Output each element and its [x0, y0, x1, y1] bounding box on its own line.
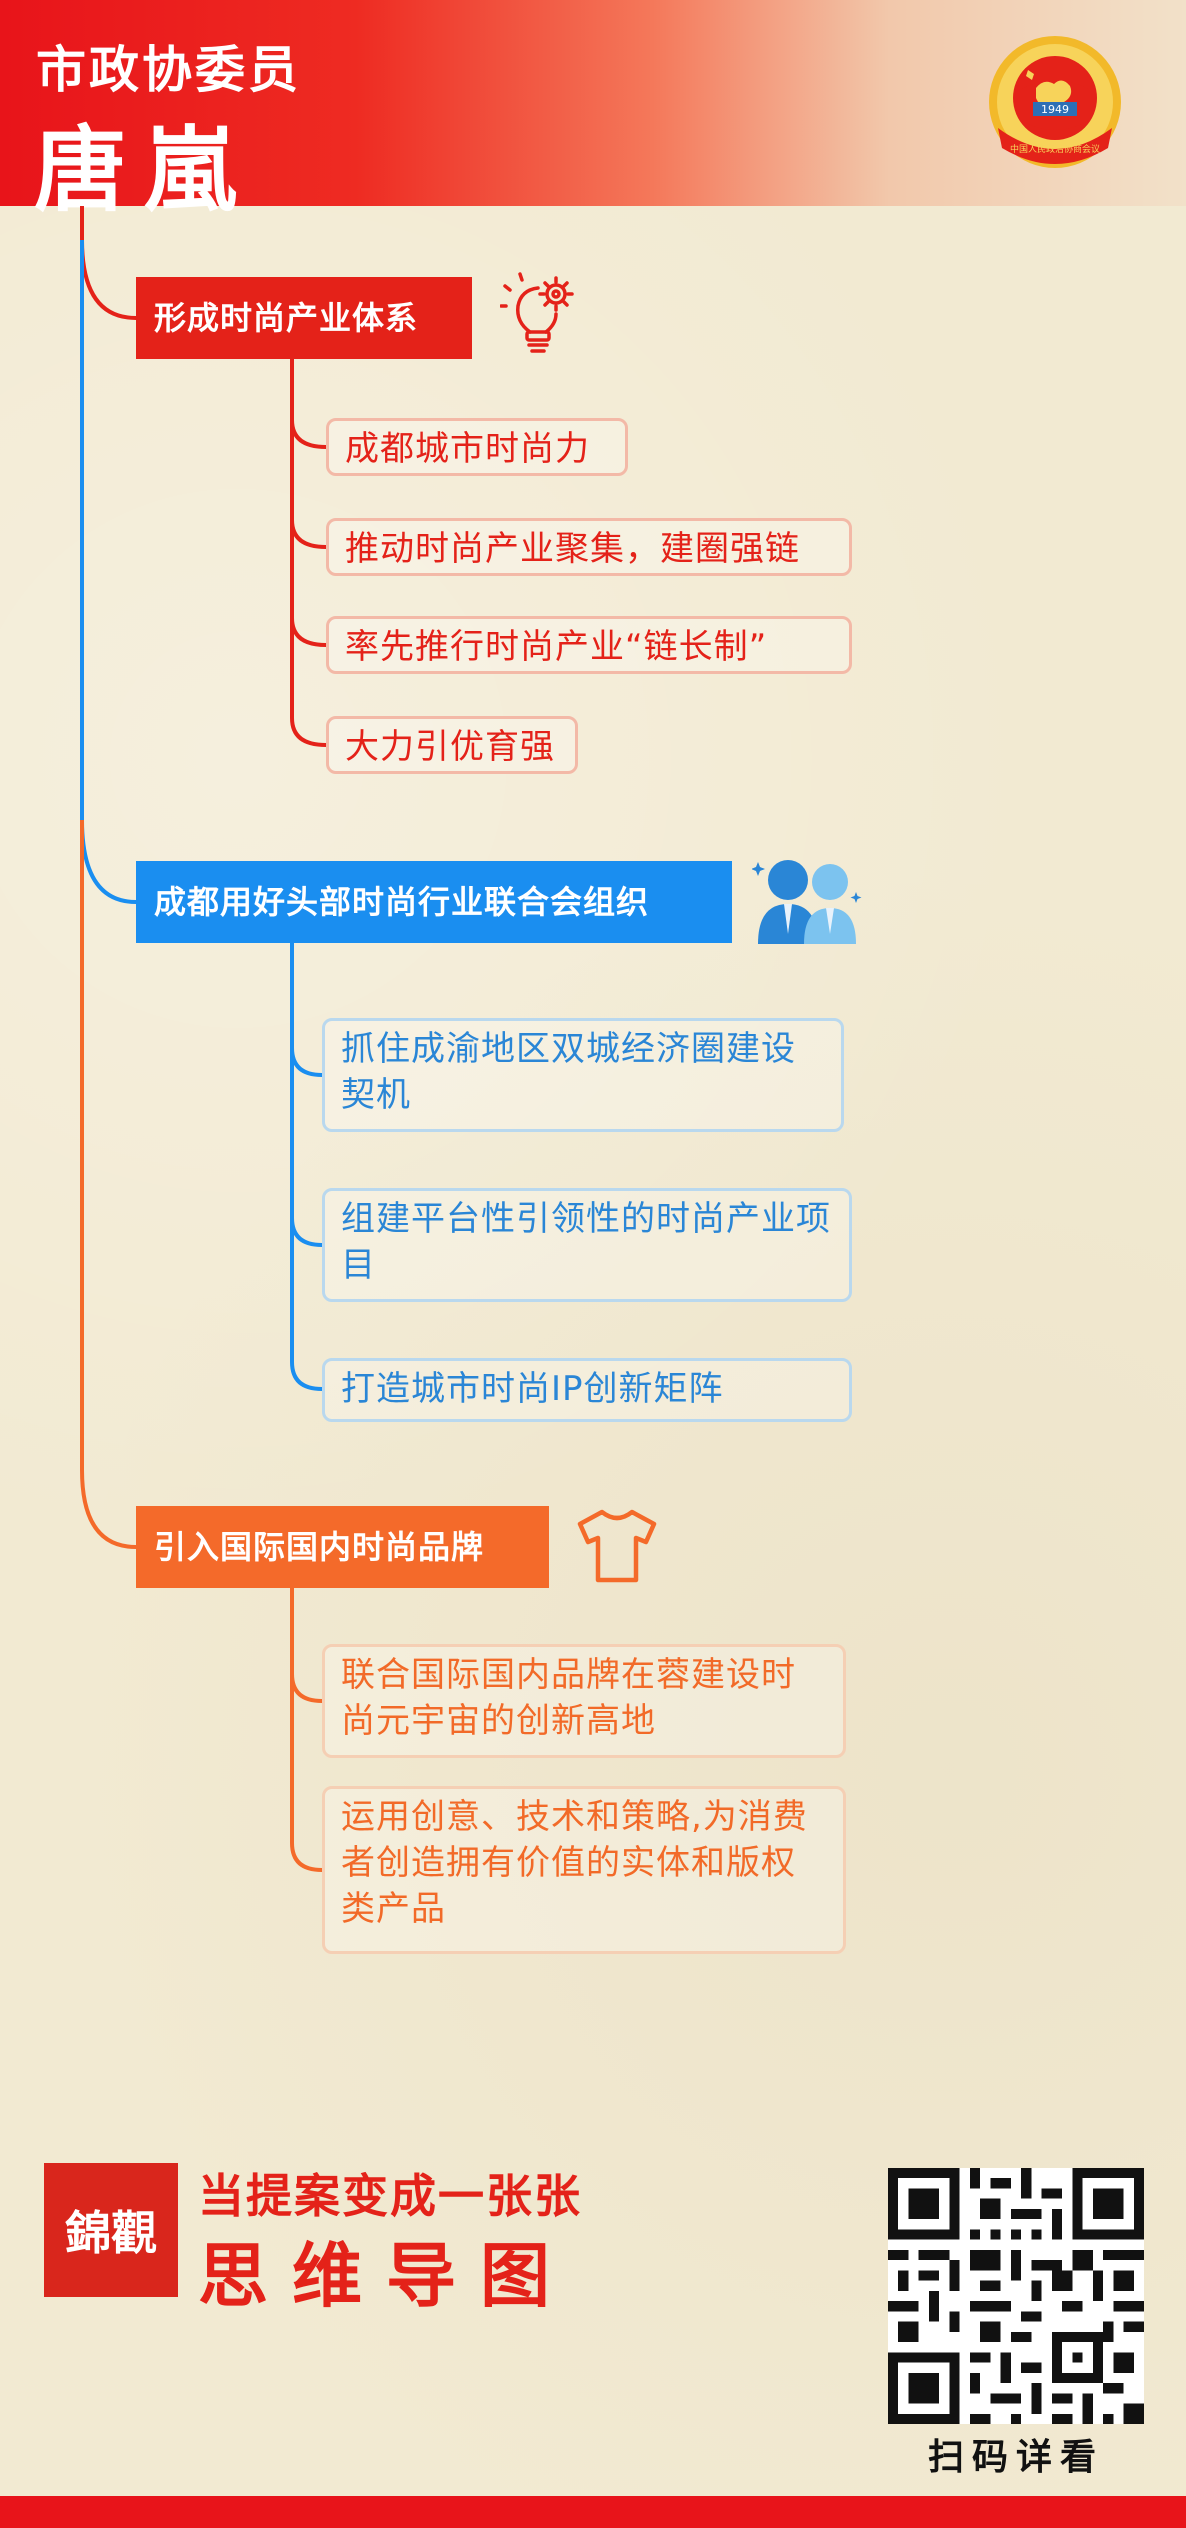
- bottom-bar: [0, 2496, 1186, 2528]
- emblem-year: 1949: [1041, 103, 1069, 116]
- two-people-icon: [752, 860, 862, 944]
- qr-caption: 扫码详看: [927, 2437, 1104, 2478]
- tshirt-icon: [577, 1509, 657, 1583]
- leaf-3-2: 运用创意、技术和策略,为消费者创造拥有价值的实体和版权类产品: [322, 1786, 846, 1954]
- leaf-2-3: 打造城市时尚IP创新矩阵: [322, 1358, 852, 1422]
- header-subtitle: 市政协委员: [36, 41, 301, 99]
- leaf-3-1: 联合国际国内品牌在蓉建设时尚元宇宙的创新高地: [322, 1644, 846, 1758]
- leaf-2-2: 组建平台性引领性的时尚产业项目: [322, 1188, 852, 1302]
- leaf-1-4: 大力引优育强: [326, 716, 578, 774]
- qr-code[interactable]: [888, 2168, 1144, 2424]
- leaf-1-1: 成都城市时尚力: [326, 418, 628, 476]
- slogan-line-2: 思维导图: [198, 2235, 574, 2317]
- branch-fashion-industry-system: 形成时尚产业体系: [136, 277, 472, 359]
- header-name: 唐嵐: [34, 117, 255, 224]
- leaf-1-2: 推动时尚产业聚集，建圈强链: [326, 518, 852, 576]
- lightbulb-gear-icon: [500, 272, 574, 353]
- emblem-banner: 中国人民政治协商会议: [1010, 143, 1100, 155]
- branch-fashion-brands: 引入国际国内时尚品牌: [136, 1506, 549, 1588]
- slogan-line-1: 当提案变成一张张: [198, 2169, 582, 2223]
- cppcc-emblem-icon: 1949 中国人民政治协商会议: [989, 36, 1121, 168]
- leaf-1-3: 率先推行时尚产业“链长制”: [326, 616, 852, 674]
- branch-fashion-association: 成都用好头部时尚行业联合会组织: [136, 861, 732, 943]
- jinguan-logo: 錦觀: [44, 2163, 178, 2297]
- leaf-2-1: 抓住成渝地区双城经济圈建设契机: [322, 1018, 844, 1132]
